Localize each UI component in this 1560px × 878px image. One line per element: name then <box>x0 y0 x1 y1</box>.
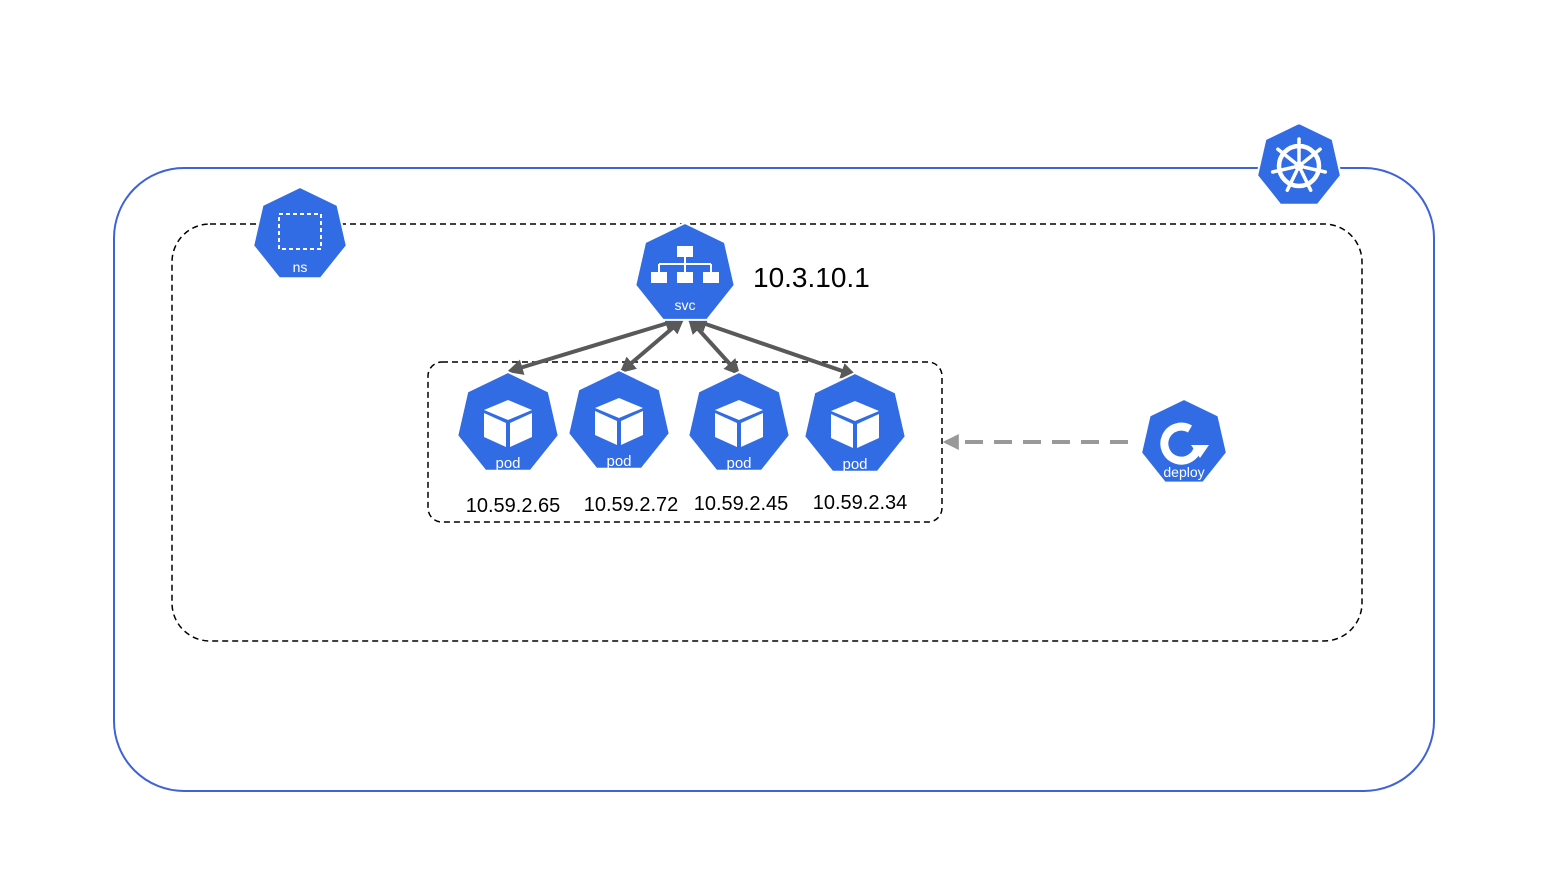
service-ip: 10.3.10.1 <box>753 262 870 293</box>
deployment-node: deploy <box>1140 397 1228 484</box>
network-tree-icon <box>651 246 719 283</box>
deployment-label: deploy <box>1163 464 1204 480</box>
pod-node: pod <box>803 371 907 473</box>
namespace-node: ns <box>252 185 348 280</box>
pod-node: pod <box>567 368 671 470</box>
pod-label: pod <box>726 455 751 472</box>
pod-group-boundary <box>427 361 943 523</box>
pod-ip: 10.59.2.65 <box>466 495 561 517</box>
namespace-boundary <box>171 223 1363 642</box>
service-label: svc <box>675 297 696 313</box>
pod-label: pod <box>495 455 520 472</box>
pod-heptagon <box>567 368 671 470</box>
pod-label: pod <box>606 453 631 470</box>
rotate-arrow-icon <box>1160 422 1209 465</box>
pod-heptagon <box>803 371 907 473</box>
cube-icon <box>484 400 532 447</box>
pod-heptagon <box>456 370 560 472</box>
pod-ip: 10.59.2.45 <box>694 493 789 515</box>
cube-icon <box>595 398 643 445</box>
service-pod-connections <box>506 316 858 379</box>
pod-label: pod <box>842 456 867 473</box>
pod-node: pod <box>687 370 791 472</box>
service-pod-arrow <box>619 317 685 374</box>
namespace-heptagon <box>252 185 348 280</box>
pod-node: pod <box>456 370 560 472</box>
service-node: svc <box>634 221 736 321</box>
pod-ip: 10.59.2.72 <box>584 494 679 516</box>
cube-icon <box>831 401 879 448</box>
pod-ip: 10.59.2.34 <box>813 492 908 514</box>
kubernetes-helm-icon <box>1256 121 1342 206</box>
namespace-label: ns <box>293 259 308 275</box>
cube-icon <box>715 400 763 447</box>
namespace-icon <box>278 213 322 250</box>
service-pod-arrow <box>690 316 858 379</box>
deployment-heptagon <box>1140 397 1228 484</box>
cluster-boundary <box>113 167 1435 792</box>
pod-heptagon <box>687 370 791 472</box>
